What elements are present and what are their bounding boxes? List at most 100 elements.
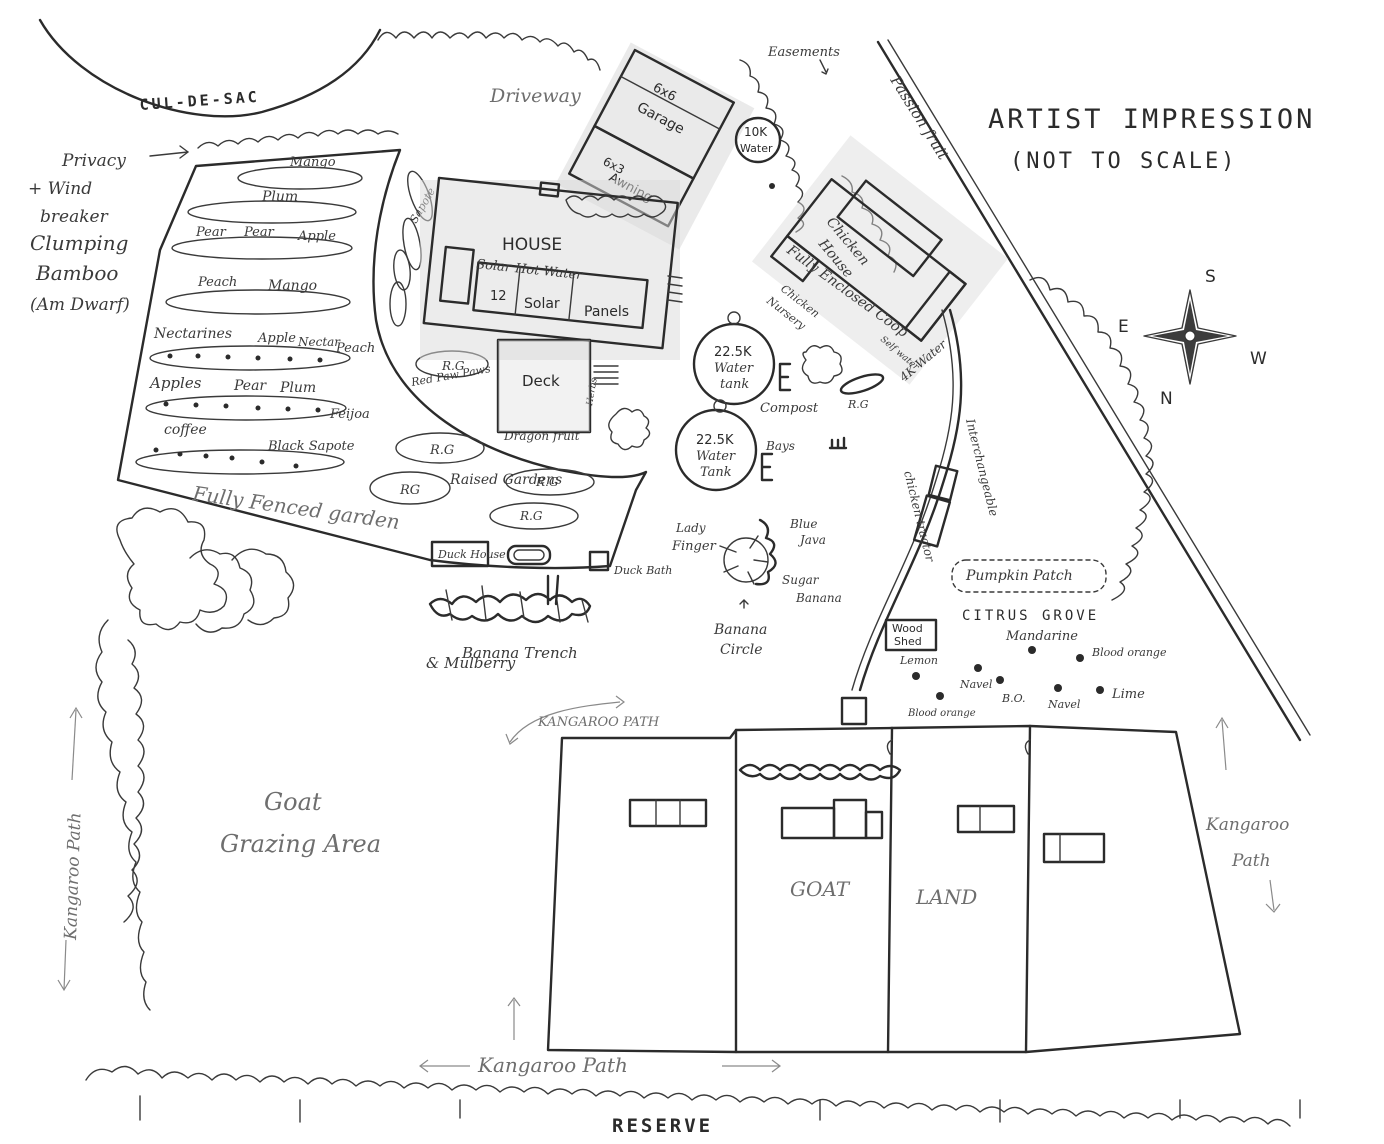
banana-circle-label-1: Banana <box>713 622 767 638</box>
banana-circle-label-2: Circle <box>720 642 763 658</box>
row-label-pear-3: Pear <box>233 378 267 394</box>
rg-label-4: R.G <box>535 475 559 489</box>
kangaroo-path-top-label: KANGAROO PATH <box>537 715 660 730</box>
rg-label-5: R.G <box>519 509 543 523</box>
driveway-label: Driveway <box>489 85 581 107</box>
goat-label: GOAT <box>790 877 851 901</box>
map-title: ARTIST IMPRESSION <box>988 104 1315 135</box>
banana-trench: Banana Trench & Mulberry <box>426 574 592 672</box>
compass-rose: S E W N <box>1118 267 1267 409</box>
citrus-tree-dots <box>912 646 1104 700</box>
citrus-blood-orange-2: Blood orange <box>907 708 976 719</box>
row-label-feijoa: Feijoa <box>329 407 370 422</box>
tank-2-line-3: Tank <box>700 465 732 480</box>
house-shrub-row <box>565 195 667 218</box>
citrus-navel-1: Navel <box>959 678 993 691</box>
deck-label: Deck <box>522 372 560 390</box>
windbreak-line-6: (Am Dwarf) <box>30 295 130 315</box>
goat-grazing-area: Goat Grazing Area <box>220 788 381 858</box>
easements-note: Easements <box>767 45 840 75</box>
row-label-apple-1: Apple <box>297 229 336 244</box>
row-label-apple-2: Apple <box>257 331 296 346</box>
windbreak-line-3: breaker <box>40 207 109 227</box>
house-block: HOUSE Solar Hot Water 12 Solar Panels De… <box>420 176 683 434</box>
bays-label: Bays <box>765 439 795 453</box>
tank-1-size: 22.5K <box>714 345 752 360</box>
rg-label-2: R.G <box>429 443 454 458</box>
title-block: ARTIST IMPRESSION (NOT TO SCALE) <box>988 104 1315 174</box>
citrus-lemon: Lemon <box>899 654 938 667</box>
rg-label-3: RG <box>399 483 420 498</box>
kangaroo-path-left: Kangaroo Path <box>57 706 85 992</box>
goat-paddocks: GOAT LAND <box>546 724 1242 1054</box>
citrus-lime: Lime <box>1111 687 1145 702</box>
solar-count-label: 12 <box>490 289 507 304</box>
banana-trench-label: Banana Trench <box>461 644 578 662</box>
row-label-peach-2: Peach <box>335 341 375 356</box>
citrus-grove-label: CITRUS GROVE <box>962 608 1099 624</box>
kangaroo-path-top: KANGAROO PATH <box>505 695 660 745</box>
row-label-apples: Apples <box>148 374 202 392</box>
mulberry-label: & Mulberry <box>426 654 516 672</box>
citrus-mandarine: Mandarine <box>1005 629 1078 644</box>
tank-2-size: 22.5K <box>696 433 734 448</box>
water-tank-10k: 10K Water <box>734 116 782 189</box>
wood-shed-label-2: Shed <box>894 635 922 648</box>
compass-south: S <box>1205 267 1216 287</box>
west-tree-line <box>95 507 295 1011</box>
reserve-label: RESERVE <box>612 1115 713 1137</box>
passion-fruit-fence: Passion fruit <box>876 39 1311 742</box>
citrus-navel-2: Navel <box>1047 698 1081 711</box>
wood-shed-label-1: Wood <box>892 622 923 635</box>
compass-east: E <box>1118 317 1129 337</box>
windbreak-note: Privacy + Wind breaker Clumping Bamboo (… <box>28 129 399 315</box>
panels-label: Panels <box>584 304 629 320</box>
easements-label: Easements <box>767 45 840 60</box>
tank-10k-label: Water <box>740 142 773 155</box>
tank-1-line-3: tank <box>720 377 749 392</box>
row-label-peach-1: Peach <box>197 275 237 290</box>
row-label-plum-1: Plum <box>261 189 298 205</box>
house-label: HOUSE <box>502 235 562 255</box>
duck-bath-label: Duck Bath <box>613 564 672 577</box>
raised-gardens-label: Raised Gardens <box>449 472 562 488</box>
windbreak-line-2: + Wind <box>28 179 92 199</box>
map-subtitle: (NOT TO SCALE) <box>1010 149 1237 174</box>
kangaroo-path-right: Kangaroo Path <box>1205 716 1289 913</box>
duck-house-label: Duck House <box>437 548 506 561</box>
pumpkin-patch-label: Pumpkin Patch <box>965 568 1073 584</box>
lady-finger-label-1: Lady <box>675 521 706 535</box>
row-label-mango-1: Mango <box>289 155 336 170</box>
row-label-black-sapote: Black Sapote <box>267 439 355 454</box>
kangaroo-path-bottom: Kangaroo Path <box>419 997 781 1077</box>
passion-fruit-label: Passion fruit <box>886 72 953 164</box>
land-label: LAND <box>915 885 977 909</box>
lady-finger-label-2: Finger <box>671 539 717 554</box>
tank-10k-size: 10K <box>744 125 768 139</box>
banana-circle: Lady Finger Blue Java Sugar Banana Banan… <box>671 517 842 658</box>
kangaroo-path-left-label: Kangaroo Path <box>61 812 85 941</box>
tractor-label-1: Interchangeable <box>963 416 1001 517</box>
windbreak-line-5: Bamboo <box>35 261 118 285</box>
row-label-pear-2: Pear <box>243 225 275 240</box>
row-label-pear-1: Pear <box>195 225 227 240</box>
row-label-nectar: Nectar <box>297 335 341 349</box>
blue-java-label-1: Blue <box>789 517 818 531</box>
east-shrubs <box>1029 276 1154 601</box>
rg-label-1: R.G <box>441 359 465 373</box>
goat-grazing-label-2: Grazing Area <box>220 830 381 858</box>
row-tree-dots <box>153 353 323 469</box>
kangaroo-path-right-label-1: Kangaroo <box>1205 815 1289 835</box>
goat-grazing-label-1: Goat <box>264 788 322 816</box>
cul-de-sac-label: CUL-DE-SAC <box>139 88 260 114</box>
row-label-nectarines: Nectarines <box>153 326 232 342</box>
compost-bays: Compost Bays R.G <box>760 345 885 482</box>
compass-west: W <box>1250 349 1267 369</box>
tank-2-line-2: Water <box>696 449 736 464</box>
citrus-area: Pumpkin Patch CITRUS GROVE Wood Shed Man… <box>884 559 1167 719</box>
compost-label: Compost <box>760 401 819 416</box>
blue-java-label-2: Java <box>797 533 826 547</box>
kangaroo-path-bottom-label: Kangaroo Path <box>477 1053 628 1077</box>
windbreak-line-4: Clumping <box>30 231 128 255</box>
